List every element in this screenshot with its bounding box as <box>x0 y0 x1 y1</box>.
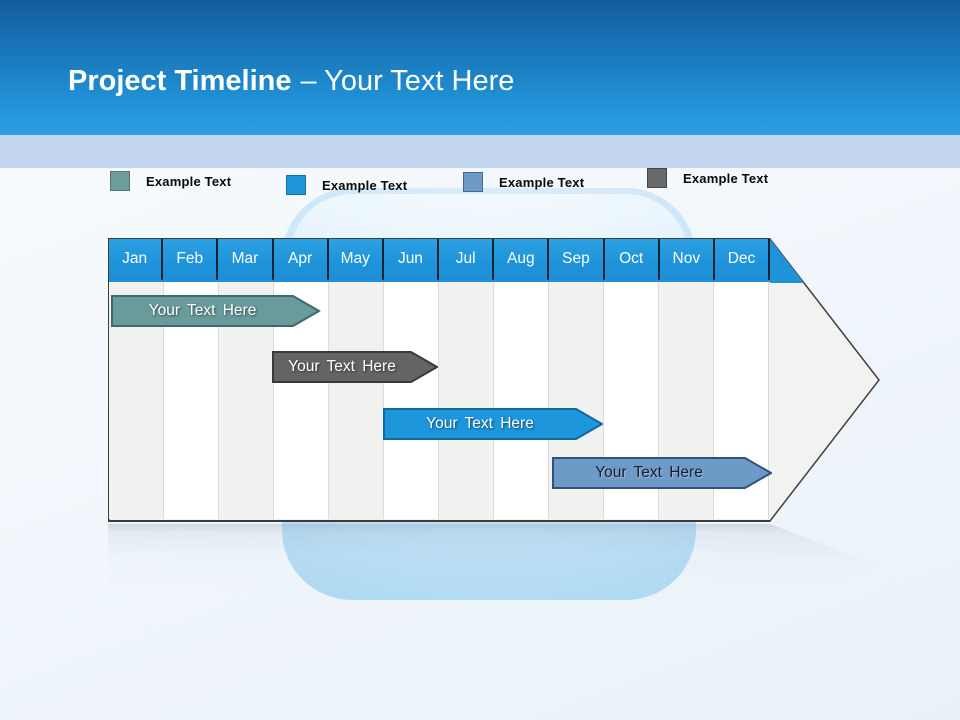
month-cell-mar: Mar <box>218 238 274 280</box>
legend-swatch-teal <box>110 171 130 191</box>
bar-label: Your Text Here <box>426 415 534 432</box>
month-cell-apr: Apr <box>273 238 329 280</box>
bar-shape-gray <box>272 351 438 383</box>
bar-arrow-shape <box>272 351 438 383</box>
month-cell-feb: Feb <box>163 238 219 280</box>
month-cell-jun: Jun <box>383 238 440 280</box>
page-title: Project Timeline– Your Text Here <box>68 62 514 100</box>
bar-shape-steel-blue <box>552 457 772 489</box>
bar-arrow-shape <box>111 295 321 327</box>
bar-arrow-shape <box>383 408 603 440</box>
month-cell-jan: Jan <box>108 238 164 280</box>
timeline-bar-4: Your Text Here <box>552 457 772 489</box>
month-header-row: Jan Feb Mar Apr May Jun Jul Aug Sep Oct … <box>108 238 771 282</box>
month-cell-jul: Jul <box>439 238 495 280</box>
table-reflection <box>108 524 880 608</box>
legend-item-3: Example Text <box>463 172 584 192</box>
timeline-table: Jan Feb Mar Apr May Jun Jul Aug Sep Oct … <box>108 238 880 522</box>
timeline-bar-2: Your Text Here <box>272 351 438 383</box>
bar-arrow-shape <box>552 457 772 489</box>
legend-swatch-blue <box>286 175 306 195</box>
timeline-column-jun <box>384 282 439 519</box>
page-title-subtitle: – Your Text Here <box>300 65 515 97</box>
legend-label: Example Text <box>683 170 769 186</box>
big-arrow-header-cap <box>770 239 804 283</box>
timeline-bar-3: Your Text Here <box>383 408 603 440</box>
timeline-column-aug <box>494 282 549 519</box>
month-cell-nov: Nov <box>659 238 715 280</box>
bar-shape-blue <box>383 408 603 440</box>
month-cell-dec: Dec <box>714 238 771 280</box>
legend-label: Example Text <box>499 174 585 190</box>
legend-label: Example Text <box>322 177 408 193</box>
bar-label: Your Text Here <box>595 464 703 481</box>
legend-swatch-steel-blue <box>463 172 483 192</box>
timeline-column-may <box>329 282 384 519</box>
legend-item-2: Example Text <box>286 175 407 195</box>
month-cell-oct: Oct <box>604 238 660 280</box>
month-cell-aug: Aug <box>494 238 550 280</box>
bar-label: Your Text Here <box>288 358 396 375</box>
legend-item-1: Example Text <box>110 171 231 191</box>
month-cell-sep: Sep <box>549 238 605 280</box>
legend-item-4: Example Text <box>647 168 768 188</box>
slide-header: Project Timeline– Your Text Here <box>0 0 960 135</box>
timeline-column-jul <box>439 282 494 519</box>
legend-label: Example Text <box>146 173 232 189</box>
page-title-bold: Project Timeline <box>68 65 292 97</box>
bar-label: Your Text Here <box>148 302 257 319</box>
bar-shape-teal <box>111 295 321 327</box>
header-accent-band <box>0 135 960 168</box>
month-cell-may: May <box>328 238 384 280</box>
legend-swatch-gray <box>647 168 667 188</box>
timeline-bar-1: Your Text Here <box>111 295 321 327</box>
